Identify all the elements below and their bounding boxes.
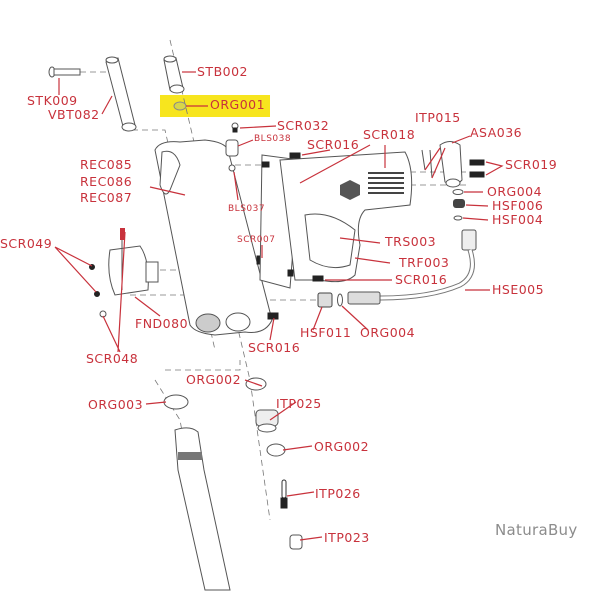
label-hsf006: HSF006 (492, 198, 544, 213)
stb002-tube (163, 55, 185, 94)
label-scr032: SCR032 (277, 118, 330, 133)
bolt-part (174, 427, 231, 591)
scr019-screw (469, 159, 485, 166)
bls037-ball (228, 164, 236, 172)
label-org004-top: ORG004 (487, 184, 543, 199)
itp023-part (289, 534, 303, 550)
label-scr019: SCR019 (505, 157, 558, 172)
label-rec086: REC086 (80, 174, 133, 189)
org004-top-oring (452, 189, 464, 195)
label-fnd080: FND080 (135, 316, 189, 331)
label-itp015: ITP015 (415, 110, 461, 125)
vbt082-tube (105, 56, 137, 132)
label-hsf004: HSF004 (492, 212, 544, 227)
label-scr016-top: SCR016 (307, 137, 360, 152)
label-bls038: BLS038 (254, 134, 292, 144)
scr019-screw (469, 171, 485, 178)
org001-oring (173, 101, 187, 111)
scr049-screw (94, 291, 100, 297)
label-rec087: REC087 (80, 190, 133, 205)
label-hsf011: HSF011 (300, 325, 352, 340)
label-scr016-mid: SCR016 (395, 272, 448, 287)
label-scr049: SCR049 (0, 236, 53, 251)
itp026-pin (280, 479, 288, 509)
org003-oring (163, 394, 189, 410)
label-itp023: ITP023 (324, 530, 370, 545)
highlight-org001 (160, 95, 270, 117)
bls038-ball-spring (225, 139, 239, 157)
scr032-screw (231, 122, 239, 133)
hsf011-fitting (317, 292, 333, 308)
grip-ridges (368, 172, 404, 194)
label-itp025: ITP025 (276, 396, 322, 411)
scr016-mid-screw (312, 275, 324, 282)
axis-line (169, 39, 271, 521)
label-asa036: ASA036 (470, 125, 523, 140)
label-vbt082: VBT082 (48, 107, 100, 122)
label-hse005: HSE005 (492, 282, 545, 297)
scr016-top-screw (289, 152, 301, 159)
stk009-pin (48, 66, 81, 78)
itp015-pin (429, 149, 433, 179)
itp015-pin (421, 149, 426, 171)
hsf004-fitting (453, 215, 463, 221)
label-bls037: BLS037 (228, 204, 266, 214)
label-scr048: SCR048 (86, 351, 139, 366)
label-stk009: STK009 (27, 93, 78, 108)
hsf006-fitting (453, 199, 465, 208)
label-org003: ORG003 (88, 397, 144, 412)
scr016-bottom-screw (267, 312, 279, 320)
grip-frame (259, 151, 413, 289)
label-org004-bottom: ORG004 (360, 325, 416, 340)
itp025-part (255, 409, 279, 433)
watermark: NaturaBuy (495, 521, 578, 539)
org002-bottom-oring (266, 443, 286, 457)
label-scr007: SCR007 (237, 235, 276, 245)
label-rec085: REC085 (80, 157, 133, 172)
label-stb002: STB002 (197, 64, 249, 79)
org004-bottom-oring (337, 293, 343, 307)
label-scr018: SCR018 (363, 127, 416, 142)
asa036-adapter (439, 141, 463, 188)
label-org002-top: ORG002 (186, 372, 242, 387)
fnd080-front-block (108, 228, 159, 296)
label-org002-bottom: ORG002 (314, 439, 370, 454)
label-itp026: ITP026 (315, 486, 361, 501)
label-trf003: TRF003 (399, 255, 450, 270)
label-org001: ORG001 (210, 97, 266, 112)
hse005-hose (347, 229, 477, 305)
label-scr016-bottom: SCR016 (248, 340, 301, 355)
axis-line (165, 360, 241, 371)
label-trs003: TRS003 (385, 234, 437, 249)
